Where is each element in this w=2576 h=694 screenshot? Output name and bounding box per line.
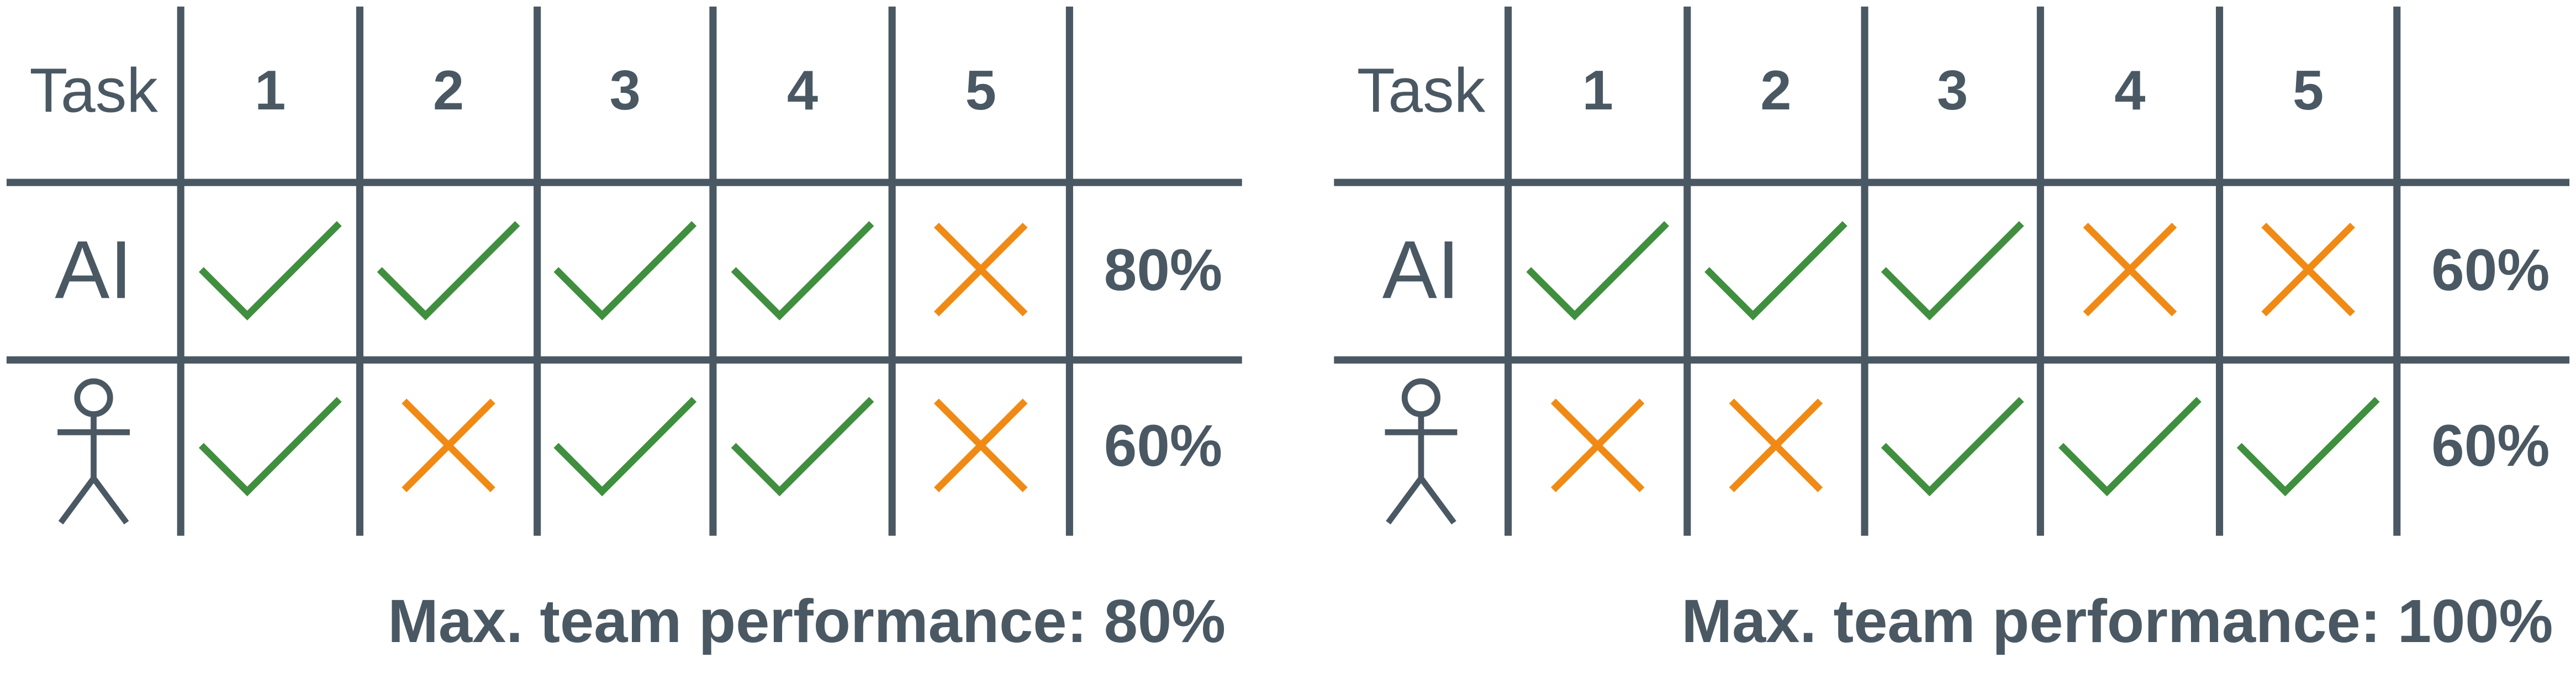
cross-icon — [1550, 398, 1645, 492]
figure-head — [74, 378, 113, 417]
task-header-label: Task — [1357, 56, 1486, 125]
check-icon — [198, 397, 342, 497]
task-number-3: 3 — [610, 59, 641, 122]
team-performance-caption: Max. team performance: 100% — [1681, 587, 2553, 655]
check-icon — [1526, 221, 1670, 320]
check-icon — [553, 397, 697, 497]
cross-icon — [934, 398, 1028, 492]
task-number-3: 3 — [1937, 59, 1968, 122]
cross-stroke-b — [402, 398, 495, 492]
agent-label-ai: AI — [1382, 223, 1460, 316]
figure-right-leg — [91, 476, 129, 525]
task-number-1: 1 — [1582, 59, 1613, 122]
row-score: 60% — [1104, 412, 1222, 479]
check-icon — [2236, 397, 2380, 497]
stick-figure-icon — [1385, 378, 1458, 525]
task-number-5: 5 — [2293, 59, 2324, 122]
check-icon — [1881, 221, 2024, 320]
check-icon — [1881, 397, 2024, 497]
cross-icon — [402, 398, 495, 492]
task-number-5: 5 — [965, 59, 996, 122]
row-score: 60% — [2431, 412, 2549, 479]
stick-figure-icon — [57, 378, 130, 525]
cross-icon — [934, 223, 1028, 317]
task-number-4: 4 — [2114, 59, 2145, 122]
check-icon — [198, 221, 342, 320]
cross-stroke-b — [1729, 398, 1823, 492]
agent-label-ai: AI — [55, 223, 133, 316]
check-icon — [731, 221, 874, 320]
panel-2: Task 1 2 3 4 5AI 60% 60% Max. team performance: … — [1334, 6, 2570, 655]
task-number-1: 1 — [255, 59, 286, 122]
team-performance-caption: Max. team performance: 80% — [388, 587, 1226, 655]
figure-head — [1401, 378, 1441, 417]
panel-1: Task 1 2 3 4 5AI 80% 60% Max. team performance: … — [6, 6, 1242, 655]
cross-stroke-b — [934, 223, 1028, 317]
check-icon — [1704, 221, 1847, 320]
check-icon — [2058, 397, 2202, 497]
cross-icon — [2261, 223, 2355, 317]
cross-stroke-b — [2083, 223, 2177, 317]
check-icon — [377, 221, 520, 320]
figure-left-leg — [58, 476, 96, 525]
task-number-2: 2 — [1760, 59, 1791, 122]
figure-right-leg — [1418, 476, 1456, 525]
cross-icon — [1729, 398, 1823, 492]
task-number-4: 4 — [787, 59, 818, 122]
figure-left-leg — [1386, 476, 1424, 525]
task-header-label: Task — [29, 56, 158, 125]
row-score: 80% — [1104, 236, 1222, 303]
task-number-2: 2 — [433, 59, 464, 122]
cross-stroke-b — [2261, 223, 2355, 317]
check-icon — [553, 221, 697, 320]
cross-stroke-b — [1550, 398, 1645, 492]
row-score: 60% — [2431, 236, 2549, 303]
check-icon — [731, 397, 874, 497]
cross-stroke-b — [934, 398, 1028, 492]
cross-icon — [2083, 223, 2177, 317]
